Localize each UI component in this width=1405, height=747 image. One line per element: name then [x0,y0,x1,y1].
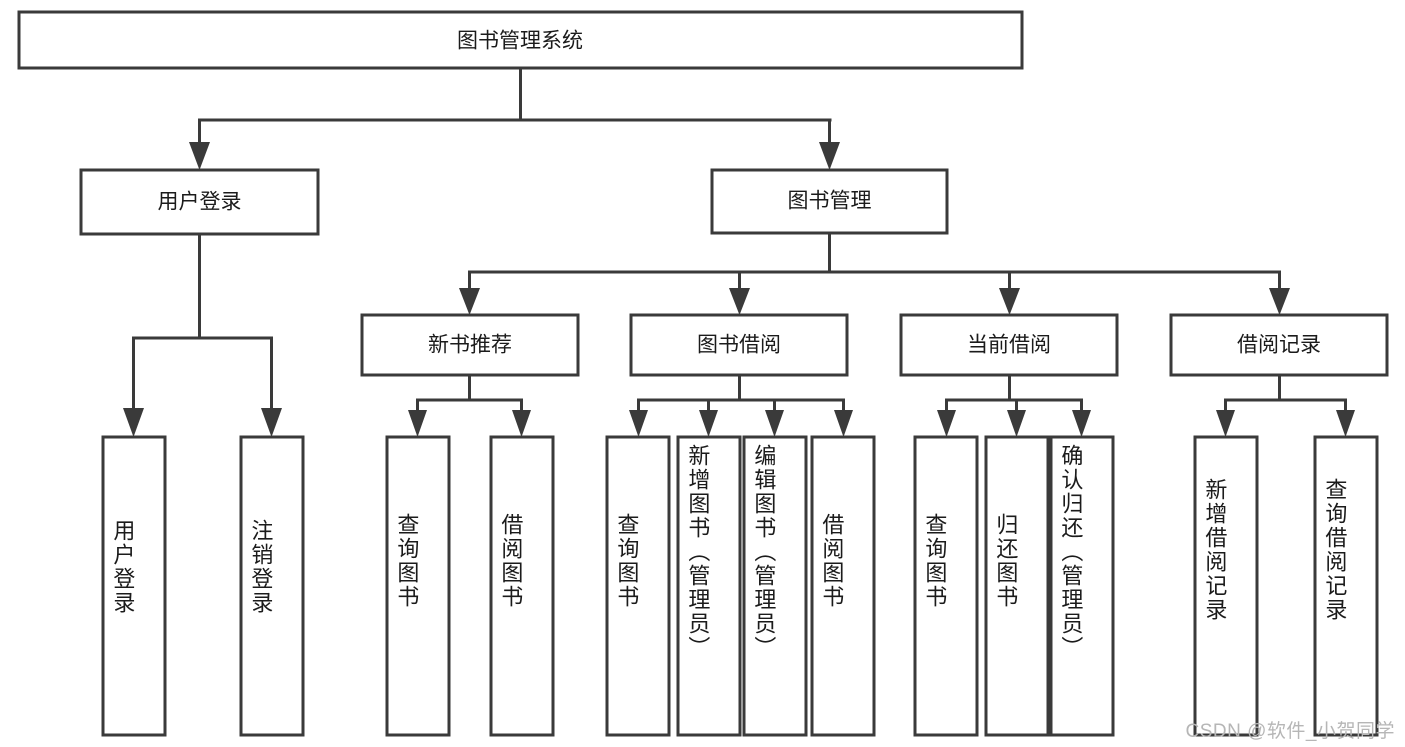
leaf-confirm-return-admin-box[interactable] [1049,435,1115,737]
connector-group [132,66,1347,412]
leaf-logout-login-box[interactable] [239,435,305,737]
arrow-leaf-logout-login-icon [261,408,282,437]
node-book-management-box[interactable] [710,168,949,235]
arrow-leaf-edit-book-admin-icon [765,410,784,437]
leaf-borrow-book-1-box[interactable] [489,435,555,737]
arrow-to-borrow-record-icon [1269,288,1290,315]
node-current-borrow-box[interactable] [899,313,1119,377]
arrow-leaf-add-book-admin-icon [699,410,718,437]
arrow-leaf-confirm-return-icon [1072,410,1091,437]
arrow-leaf-user-login-icon [123,408,144,437]
node-title-label: 图书管理系统 [457,30,583,53]
node-user-login-box[interactable] [79,168,320,236]
leaf-user-login-box[interactable] [101,435,167,737]
leaf-return-book-box[interactable] [984,435,1050,737]
leaf-query-borrow-record-box[interactable] [1313,435,1379,737]
node-new-book-recommend-label: 新书推荐 [428,334,512,357]
node-book-borrow-box[interactable] [629,313,849,377]
arrow-leaf-add-borrow-record-icon [1216,410,1235,437]
arrow-leaf-borrow-book-2-icon [834,410,853,437]
leaf-edit-book-admin-box[interactable] [742,435,808,737]
leaf-query-book-3-box[interactable] [913,435,979,737]
arrow-to-current-borrow-icon [999,288,1020,315]
leaf-add-borrow-record-box[interactable] [1193,435,1259,737]
arrow-to-user-login-icon [189,142,210,170]
leaf-query-book-2-box[interactable] [605,435,671,737]
node-borrow-record-box[interactable] [1169,313,1389,377]
node-new-book-recommend-box[interactable] [360,313,580,377]
arrowhead-group [123,142,1355,437]
watermark-text: CSDN @软件_小贺同学 [1185,721,1395,742]
arrow-leaf-query-book-2-icon [629,410,648,437]
node-title-box[interactable] [17,10,1024,70]
node-book-management-label: 图书管理 [788,190,872,213]
node-borrow-record-label: 借阅记录 [1237,334,1321,357]
leaf-borrow-book-2-box[interactable] [810,435,876,737]
node-current-borrow-label: 当前借阅 [967,334,1051,357]
arrow-leaf-return-book-icon [1007,410,1026,437]
arrow-leaf-query-book-1-icon [408,410,427,437]
arrow-to-new-book-recommend-icon [459,288,480,315]
node-book-borrow-label: 图书借阅 [697,334,781,357]
arrow-to-book-management-icon [819,142,840,170]
arrow-to-book-borrow-icon [729,288,750,315]
arrow-leaf-borrow-book-1-icon [512,410,531,437]
box-group: 图书管理系统 用户登录 图书管理 新书推荐 图书借阅 当前借阅 借阅记录 [17,10,1389,737]
leaf-query-book-1-box[interactable] [385,435,451,737]
leaf-add-book-admin-box[interactable] [676,435,742,737]
arrow-leaf-query-borrow-record-icon [1336,410,1355,437]
arrow-leaf-query-book-3-icon [937,410,956,437]
node-user-login-label: 用户登录 [158,191,242,214]
